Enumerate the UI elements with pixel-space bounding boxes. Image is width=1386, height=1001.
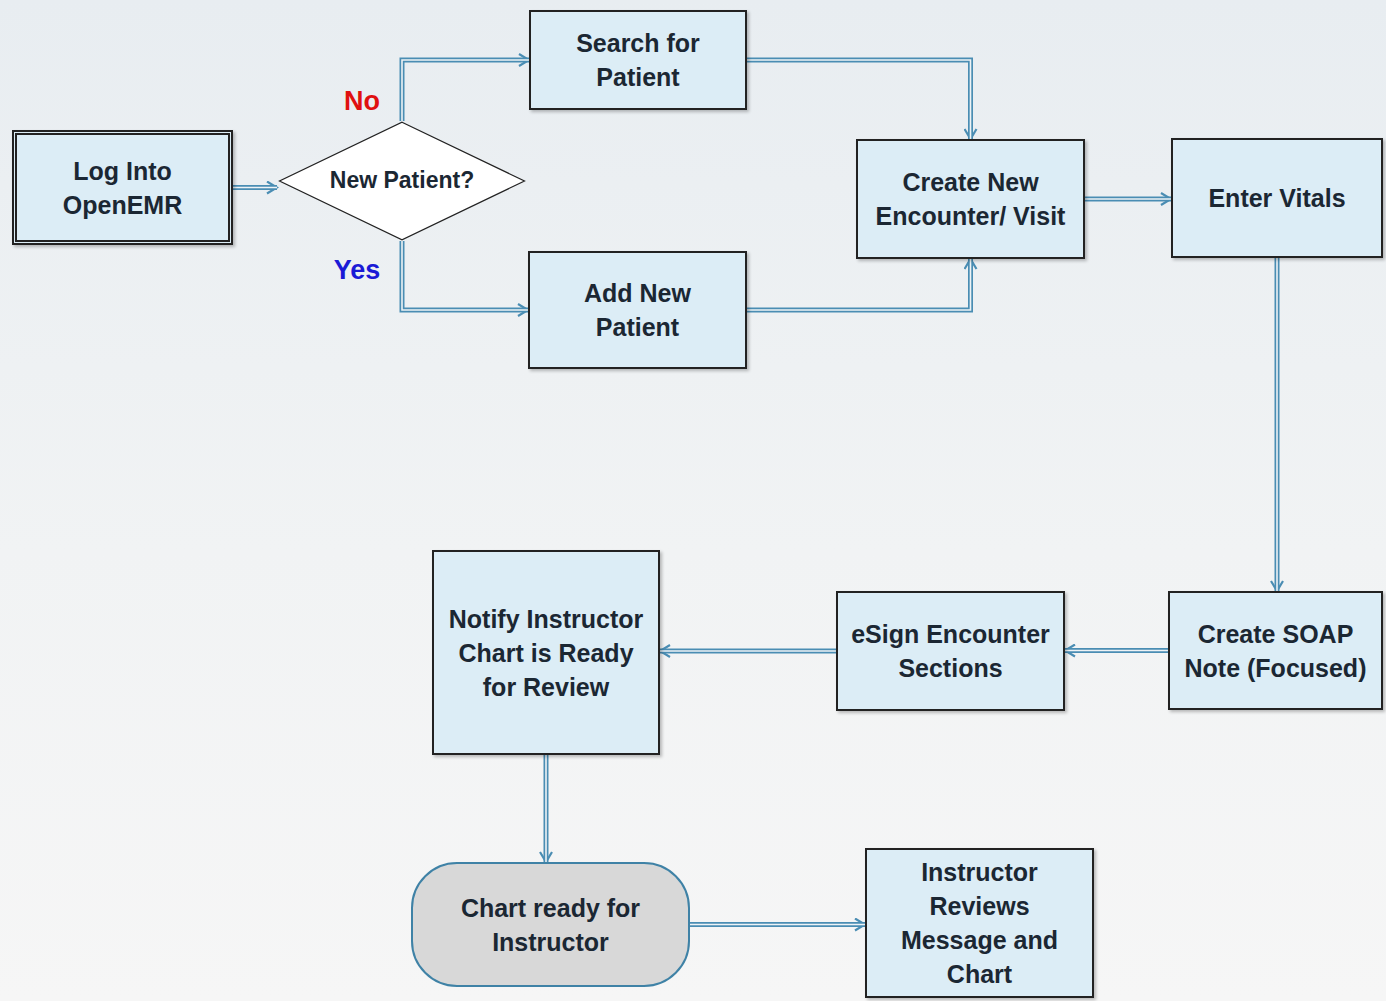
connector-arrow [747,60,971,139]
edge-label: Yes [334,256,381,286]
connector-group [1065,650,1168,651]
process-box: Notify Instructor Chart is Ready for Rev… [432,550,660,755]
connector-inner-line [233,187,277,189]
connector-inner-line [402,241,528,310]
connector-group [402,60,529,121]
connector-arrow [233,185,277,190]
connector-inner-line [660,650,836,652]
node-text: Instructor Reviews Message and Chart [877,855,1082,991]
connector-group [747,60,971,139]
process-box: Create SOAP Note (Focused) [1168,591,1383,710]
connector-arrow [402,241,528,310]
connector-inner-line [545,755,547,862]
terminal-box: Chart ready for Instructor [411,862,690,987]
node-text: eSign Encounter Sections [848,617,1053,685]
connector-arrow [1275,258,1280,591]
connector-arrow [660,649,836,654]
connector-inner-line [747,259,971,310]
process-box: Search for Patient [529,10,747,110]
connector-group [1085,199,1171,200]
connector-group [660,651,836,652]
decision-diamond: New Patient? [277,121,527,241]
connector-arrow [1065,648,1168,653]
connector-arrow [690,922,865,927]
connector-arrow [1085,197,1171,202]
connector-arrow [544,755,549,862]
connector-group [546,755,547,862]
node-text: Enter Vitals [1208,181,1345,215]
connector-inner-line [1276,258,1278,591]
connector-group [690,924,865,925]
node-text: Search for Patient [541,26,735,94]
connector-group [1277,258,1278,591]
start-box: Log Into OpenEMR [12,130,233,245]
connector-inner-line [402,60,529,121]
node-text: Log Into OpenEMR [27,154,218,222]
connector-arrow [747,259,971,310]
connector-arrow [402,60,529,121]
connector-group [402,241,528,310]
connector-inner-line [1085,198,1171,200]
node-text: Create SOAP Note (Focused) [1180,617,1371,685]
node-text: Notify Instructor Chart is Ready for Rev… [444,602,648,704]
node-text: New Patient? [330,167,474,195]
connector-inner-line [1065,650,1168,652]
node-text: Chart ready for Instructor [423,891,678,959]
process-box: Enter Vitals [1171,138,1383,258]
process-box: eSign Encounter Sections [836,591,1065,711]
process-box: Create New Encounter/ Visit [856,139,1085,259]
connector-inner-line [690,924,865,926]
diamond-shape [280,122,525,240]
process-box: Add New Patient [528,251,747,369]
edge-label: No [344,87,380,117]
node-text: Create New Encounter/ Visit [868,165,1073,233]
connector-group [233,187,277,188]
process-box: Instructor Reviews Message and Chart [865,848,1094,998]
connector-group [747,259,971,310]
connector-inner-line [747,60,971,139]
node-text: Add New Patient [540,276,735,344]
